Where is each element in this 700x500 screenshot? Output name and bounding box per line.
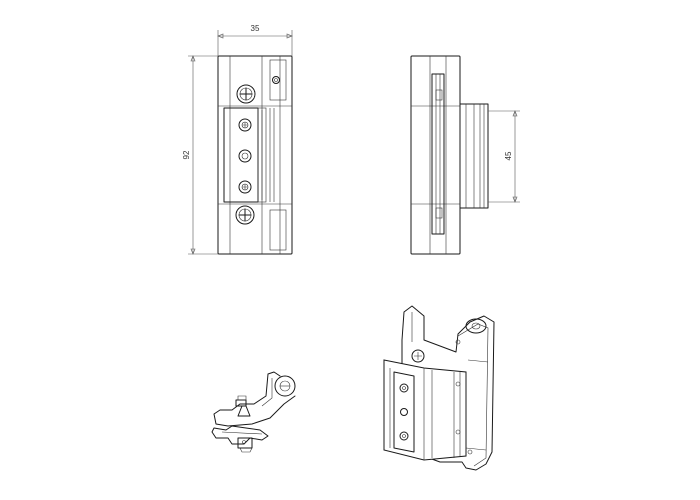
adjust-screw-1-icon	[238, 118, 252, 132]
side-height-label: 45	[504, 151, 513, 160]
height-label: 92	[182, 150, 191, 159]
adjust-screw-2-icon	[238, 149, 252, 163]
screw-bottom-icon	[235, 205, 255, 225]
iso-adjust-screw-1-icon	[399, 383, 409, 393]
width-label: 35	[251, 24, 260, 33]
iso-screw-top-icon	[411, 349, 425, 363]
screw-top-icon	[236, 84, 256, 104]
iso-adjust-screw-3-icon	[399, 431, 409, 441]
iso-adjust-screw-2-icon	[400, 408, 408, 416]
adjust-screw-3-icon	[238, 180, 252, 194]
side-view	[410, 55, 489, 255]
front-view	[217, 55, 293, 255]
dimension-height: 92	[182, 55, 218, 255]
section-view	[211, 371, 296, 453]
dimension-side-height: 45	[488, 110, 520, 203]
isometric-view	[383, 305, 495, 471]
dimension-width: 35	[217, 24, 293, 56]
